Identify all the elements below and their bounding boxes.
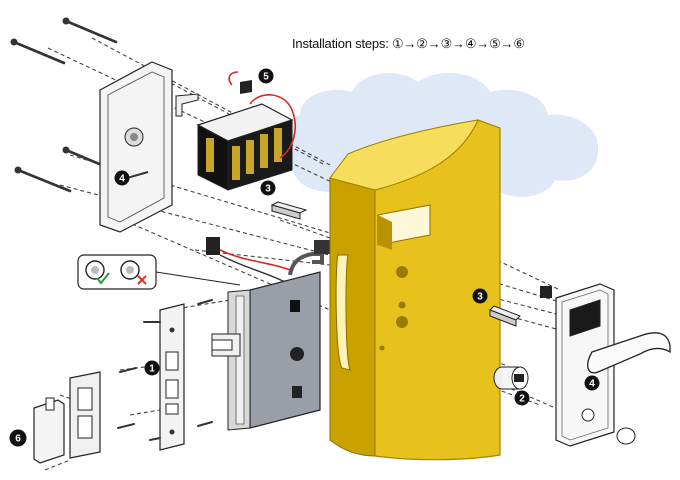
screw-icon [119,367,137,373]
step-badge-inner-panel: 4 [114,170,130,186]
svg-text:5: 5 [263,72,269,83]
inner-panel [99,61,199,233]
screw-icon [64,19,118,44]
front-plate [159,303,185,451]
orientation-check-box [77,254,241,290]
svg-text:3: 3 [265,184,271,195]
screw-icon [197,299,213,305]
step-badge-outer-panel: 4 [584,375,600,391]
svg-text:4: 4 [589,379,595,390]
handle-icon [587,332,671,374]
cylinder [493,366,529,390]
step-badges: 5 4 3 1 3 4 2 6 [9,68,600,447]
title: Installation steps: ①→②→③→④→⑤→⑥ [292,36,525,51]
long-screws [12,19,118,193]
step-badge-cylinder: 2 [514,390,530,406]
door [328,119,501,461]
battery-pack [196,71,296,191]
spindle-right [489,305,521,327]
svg-text:1: 1 [149,364,155,375]
svg-text:4: 4 [119,174,125,185]
cross-icon [137,275,147,285]
strike-plate [33,371,101,464]
step-badge-battery: 5 [258,68,274,84]
spindle-left [270,201,308,220]
step-badge-spindle-right: 3 [472,288,488,304]
outer-panel [540,283,671,447]
screw-icon [149,437,161,441]
svg-text:3: 3 [477,292,483,303]
mortise-lock [211,240,336,431]
screw-icon [16,168,72,193]
check-icon [96,272,110,285]
screw-icon [197,421,213,427]
svg-text:6: 6 [15,434,21,445]
step-badge-mortise: 1 [144,360,160,376]
screw-icon [12,40,66,65]
screw-icon [117,423,135,429]
screw-icon [64,148,106,168]
step-badge-spindle-left: 3 [260,180,276,196]
wire-connector [206,237,291,283]
battery-icon [206,128,282,180]
svg-text:2: 2 [519,394,525,405]
small-screws [117,299,213,441]
step-badge-strike: 6 [9,429,27,447]
